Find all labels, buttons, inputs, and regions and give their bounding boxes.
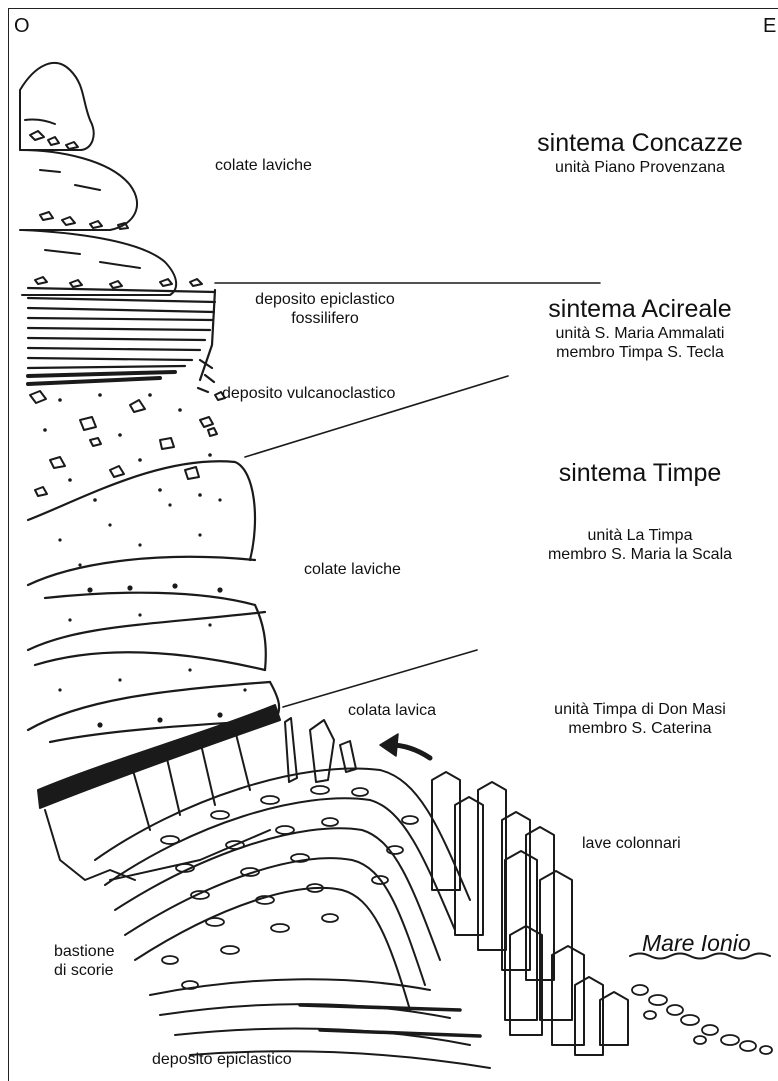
sintema-title: sintema Concazze [508, 128, 772, 158]
folded-scoria-layers [95, 768, 470, 1010]
sintema-acireale: sintema Acireale unità S. Maria Ammalati… [508, 294, 772, 362]
sintema-subtitle: unità S. Maria Ammalati [508, 324, 772, 343]
label-line: deposito epiclastico [225, 290, 425, 309]
sintema-title: sintema Timpe [508, 458, 772, 488]
label-deposito-epiclastico-fossilifero: deposito epiclastico fossilifero [225, 290, 425, 328]
orientation-west: O [14, 14, 30, 38]
sintema-timpe: sintema Timpe [508, 458, 772, 488]
label-line: bastione [54, 942, 115, 961]
boundary-la-timpa-don-masi [283, 650, 477, 707]
label-line: fossilifero [225, 309, 425, 328]
sintema-subtitle: unità Piano Provenzana [508, 158, 772, 177]
label-line: di scorie [54, 961, 115, 980]
unit-la-timpa: unità La Timpa membro S. Maria la Scala [508, 526, 772, 564]
scoria-clasts [161, 786, 418, 989]
unit-timpa-di-don-masi: unità Timpa di Don Masi membro S. Cateri… [508, 700, 772, 738]
label-lave-colonnari: lave colonnari [582, 834, 681, 853]
unit-line: unità La Timpa [508, 526, 772, 545]
label-deposito-vulcanoclastico: deposito vulcanoclastico [222, 384, 395, 403]
orientation-east: E [763, 14, 776, 38]
flow-arrow [380, 734, 430, 758]
unit-line: membro S. Maria la Scala [508, 545, 772, 564]
label-bastione-di-scorie: bastione di scorie [54, 942, 115, 980]
label-colate-laviche-top: colate laviche [215, 156, 312, 175]
label-mare-ionio: Mare Ionio [642, 930, 751, 958]
columnar-lava [432, 772, 628, 1055]
label-colate-laviche-mid: colate laviche [304, 560, 401, 579]
sintema-title: sintema Acireale [508, 294, 772, 324]
timpe-lava-flows [28, 461, 279, 742]
epiclastic-laminated-deposit [28, 288, 215, 392]
upper-lava-flows [20, 63, 202, 295]
colata-lavica-blocks [45, 718, 356, 880]
sintema-subtitle: membro Timpa S. Tecla [508, 343, 772, 362]
unit-line: unità Timpa di Don Masi [508, 700, 772, 719]
label-deposito-epiclastico-bottom: deposito epiclastico [152, 1050, 292, 1069]
volcanoclastic-matrix-dots [43, 393, 212, 502]
coastal-boulders [632, 985, 772, 1054]
sintema-concazze: sintema Concazze unità Piano Provenzana [508, 128, 772, 177]
label-colata-lavica: colata lavica [348, 701, 436, 720]
unit-line: membro S. Caterina [508, 719, 772, 738]
